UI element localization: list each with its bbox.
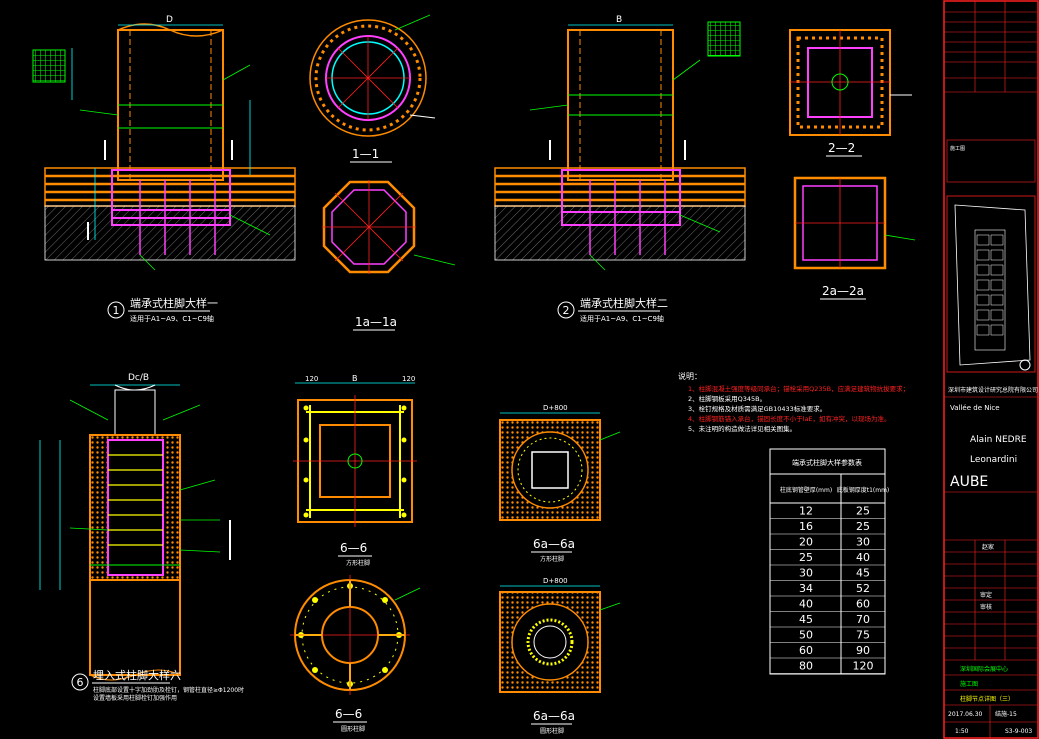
section-6a-6a-square: D+800 6a—6a 方形柱脚 <box>499 404 621 563</box>
mesh-grid <box>32 49 66 83</box>
table-cell: 12 <box>799 505 813 518</box>
detail-6-elevation: Dc/B 6 埋入式柱脚大样六 <box>39 373 244 702</box>
table-cell: 25 <box>856 505 870 518</box>
table-cell: 70 <box>856 613 870 626</box>
steel-column-box <box>567 29 674 181</box>
tb-num: S3-9-003 <box>1005 728 1032 735</box>
tb-approved: 审核 <box>980 603 992 611</box>
tb-sheet: 结施-15 <box>995 710 1017 718</box>
note-line-2: 2、柱脚钢板采用Q345B。 <box>688 394 766 403</box>
sec-2-2-label: 2—2 <box>828 141 855 155</box>
tb-remark: 施工图 <box>950 145 965 152</box>
table-cell: 60 <box>856 598 870 611</box>
section-6-6-square: 120 120 B 6—6 方形柱脚 <box>293 374 417 567</box>
detail-2-title: 端承式柱脚大样二 <box>580 296 668 310</box>
tb-date: 2017.06.30 <box>948 711 983 718</box>
tb-sign-name: 赵家 <box>982 543 994 551</box>
table-title: 端承式柱脚大样参数表 <box>792 458 862 467</box>
sec-6-6-bot-label: 6—6 <box>335 707 362 721</box>
sec-6a-6a-top-sub: 方形柱脚 <box>540 555 564 563</box>
section-1-1: 1—1 <box>309 14 436 163</box>
detail-6-number: 6 <box>77 676 84 689</box>
tb-partner-2: Alain NEDRE <box>970 435 1027 445</box>
note-line-3: 3、栓钉规格及材质需满足GB10433标准要求。 <box>688 404 826 413</box>
notes-heading: 说明： <box>678 371 702 381</box>
table-header-1: 柱底钢管壁厚(mm) <box>780 486 832 494</box>
detail-6-title: 埋入式柱脚大样六 <box>93 668 181 682</box>
sec-1a-1a-label: 1a—1a <box>355 315 397 329</box>
table-cell: 20 <box>799 536 813 549</box>
general-notes: 说明： 1、柱脚混凝土强度等级同承台；锚栓采用Q235B，应满足建筑物抗拔要求；… <box>678 371 909 433</box>
detail-2-elevation: B 2 端承式柱脚大样二 适用于A1~A9、C1~C9轴 <box>494 15 746 323</box>
note-line-4: 4、柱脚钢筋锚入承台，锚固长度不小于laE，如有冲突，以现场为准。 <box>688 414 891 423</box>
sec-2a-2a-label: 2a—2a <box>822 284 864 298</box>
dim-d-label: D <box>166 15 173 25</box>
detail-1-note: 适用于A1~A9、C1~C9轴 <box>130 314 214 323</box>
sec-6a-6a-bot-label: 6a—6a <box>533 709 575 723</box>
table-cell: 60 <box>799 644 813 657</box>
detail-6-note-1: 柱脚底部设置十字加劲肋及栓钉，钢管柱直径≥Φ1200时 <box>93 686 244 694</box>
table-body: 12 25 16 25 20 30 25 40 30 45 34 52 40 60 45 70 50 75 60 90… <box>770 505 885 674</box>
dim-db-label: Dc/B <box>128 373 149 383</box>
dim-120-right: 120 <box>402 375 415 383</box>
dim-120-left: 120 <box>305 375 318 383</box>
mesh-grid-2 <box>707 21 741 57</box>
table-cell: 30 <box>799 567 813 580</box>
table-cell: 50 <box>799 629 813 642</box>
table-cell: 25 <box>856 520 870 533</box>
tb-partner-3: Leonardini <box>970 455 1017 465</box>
detail-1-title: 端承式柱脚大样一 <box>130 296 218 310</box>
dim-dplus-bot: D+800 <box>543 577 568 585</box>
section-2a-2a: 2a—2a <box>793 176 916 300</box>
table-cell: 40 <box>799 598 813 611</box>
detail-2-number: 2 <box>563 304 570 317</box>
dim-b-label: B <box>616 15 622 25</box>
table-cell: 40 <box>856 551 870 564</box>
table-cell: 45 <box>856 567 870 580</box>
detail-6-note-2: 设置墙板采用柱脚栓钉加强作用 <box>93 694 177 702</box>
sec-6a-6a-top-label: 6a—6a <box>533 537 575 551</box>
sec-6-6-top-label: 6—6 <box>340 541 367 555</box>
tb-stage: 施工图 <box>960 680 978 688</box>
tb-company: 深圳市建筑设计研究总院有限公司 <box>948 386 1038 394</box>
tb-scale: 1:50 <box>955 728 969 735</box>
table-cell: 16 <box>799 520 813 533</box>
title-block: 施工图 深圳市建筑设计研究总院有限公司 Vallée de Nice Alain… <box>943 0 1039 739</box>
parameter-table: 端承式柱脚大样参数表 柱底钢管壁厚(mm) 底板钢厚度t1(mm) 12 25 16… <box>769 448 890 675</box>
table-header-2: 底板钢厚度t1(mm) <box>837 486 890 494</box>
sec-6a-6a-bot-sub: 圆形柱脚 <box>540 727 564 735</box>
table-cell: 34 <box>799 582 813 595</box>
detail-1-number: 1 <box>113 304 120 317</box>
section-2-2: 2—2 <box>789 29 912 157</box>
table-cell: 80 <box>799 660 813 673</box>
detail-1-elevation: D <box>32 15 296 323</box>
sec-6-6-bot-sub: 圆形柱脚 <box>341 725 365 733</box>
section-6a-6a-circle: D+800 6a—6a 圆形柱脚 <box>499 577 621 735</box>
note-line-1: 1、柱脚混凝土强度等级同承台；锚栓采用Q235B，应满足建筑物抗拔要求； <box>688 384 909 393</box>
tb-partner-1: Vallée de Nice <box>950 404 1000 412</box>
tb-project: 深圳国际会展中心 <box>960 665 1008 673</box>
table-cell: 25 <box>799 551 813 564</box>
section-1a-1a: 1a—1a <box>322 180 456 331</box>
table-cell: 120 <box>853 660 874 673</box>
note-line-5: 5、未注明的构造做法详见相关图集。 <box>688 424 796 433</box>
table-cell: 90 <box>856 644 870 657</box>
table-cell: 52 <box>856 582 870 595</box>
table-cell: 30 <box>856 536 870 549</box>
table-cell: 75 <box>856 629 870 642</box>
dim-dplus-top: D+800 <box>543 404 568 412</box>
table-cell: 45 <box>799 613 813 626</box>
tb-checked: 审定 <box>980 591 992 599</box>
tb-drawing: 柱脚节点详图（三） <box>960 695 1014 703</box>
dim-b-66: B <box>352 374 358 383</box>
sec-6-6-top-sub: 方形柱脚 <box>346 559 370 567</box>
sec-1-1-label: 1—1 <box>352 147 379 161</box>
tb-brand: AUBE <box>950 474 988 490</box>
detail-2-note: 适用于A1~A9、C1~C9轴 <box>580 314 664 323</box>
section-6-6-circle: 6—6 圆形柱脚 <box>290 575 421 733</box>
